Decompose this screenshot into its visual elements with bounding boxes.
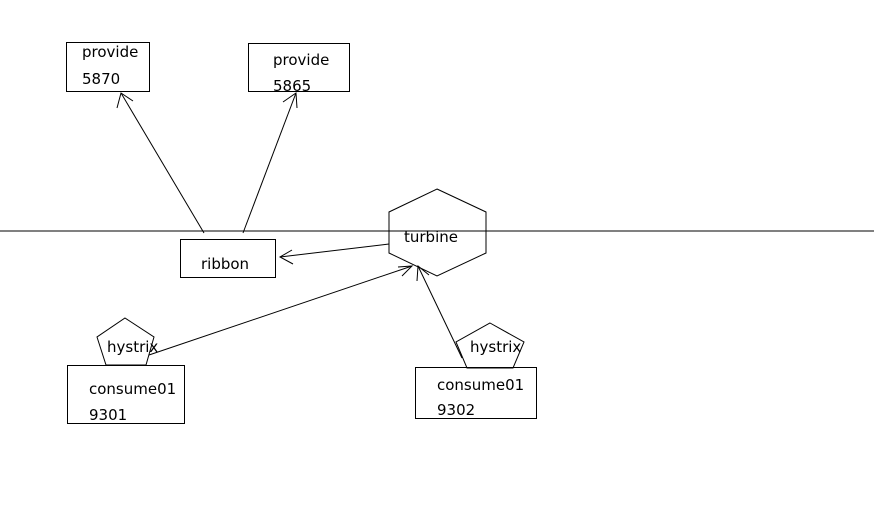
ribbon-label: ribbon	[201, 255, 249, 273]
turbine-node: turbine	[388, 188, 487, 277]
consume-port: 9302	[437, 401, 475, 419]
ribbon-node: ribbon	[180, 239, 276, 278]
turbine-hexagon	[388, 188, 487, 277]
consume-node-9302: hystrix consume01 9302	[415, 322, 537, 419]
arrow-ribbon-to-5865	[242, 92, 298, 234]
consume-node-9301: hystrix consume01 9301	[67, 317, 185, 424]
provide-box	[248, 43, 350, 92]
consume-box	[67, 365, 185, 424]
arrow-turbine-to-ribbon	[278, 243, 390, 265]
consume-title: consume01	[437, 376, 524, 394]
arrow-ribbon-to-5870	[116, 92, 205, 234]
hystrix-label: hystrix	[470, 338, 521, 356]
provide-title: provide	[273, 51, 329, 69]
ribbon-box	[180, 239, 276, 278]
arrow-hystrix-9301-to-turbine	[148, 265, 414, 356]
provide-title: provide	[82, 43, 138, 61]
provide-node-5870: provide 5870	[66, 42, 150, 92]
turbine-label: turbine	[404, 228, 458, 246]
consume-box	[415, 367, 537, 419]
provide-node-5865: provide 5865	[248, 43, 350, 95]
provide-port: 5870	[82, 70, 120, 88]
hystrix-label: hystrix	[107, 338, 158, 356]
provide-port: 5865	[273, 77, 311, 95]
consume-title: consume01	[89, 380, 176, 398]
arrow-hystrix-9302-to-turbine	[416, 264, 463, 359]
consume-port: 9301	[89, 406, 127, 424]
provide-box	[66, 42, 150, 92]
